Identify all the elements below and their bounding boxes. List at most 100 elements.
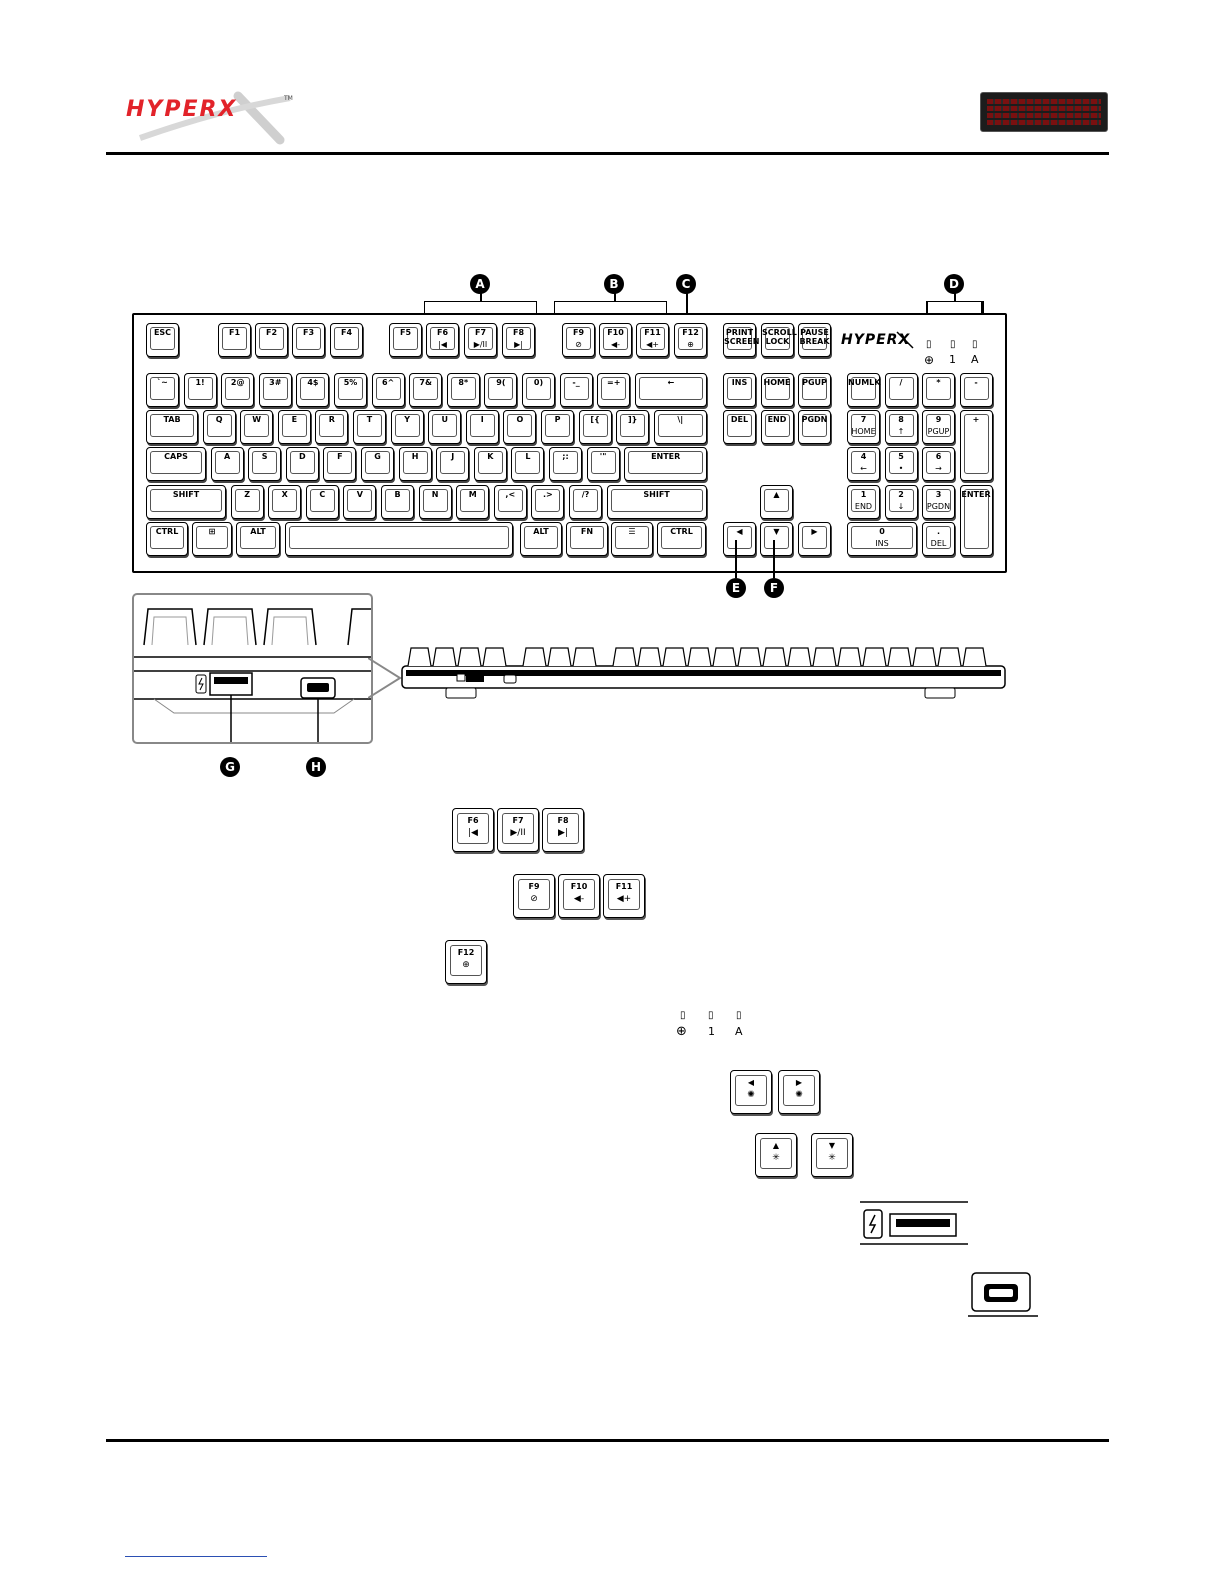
key-num-r4-1[interactable]: 2↓ — [884, 485, 918, 519]
key-arrow-left[interactable]: ◀ — [723, 522, 756, 556]
key-r3-1[interactable]: A — [210, 447, 244, 481]
key-r5-4[interactable]: ALT — [520, 522, 562, 556]
key-r2-9[interactable]: O — [503, 410, 537, 444]
key-r2-4[interactable]: R — [315, 410, 349, 444]
key-r5-6[interactable]: ☰ — [611, 522, 653, 556]
key-r2-8[interactable]: I — [465, 410, 499, 444]
key-r2-10[interactable]: P — [541, 410, 574, 444]
key-r4-6[interactable]: N — [418, 485, 452, 519]
key-r2-11[interactable]: [{ — [578, 410, 612, 444]
key-r1-1[interactable]: 1! — [183, 373, 217, 407]
key-fn-1[interactable]: F1 — [218, 323, 251, 357]
key-fn-12[interactable]: F12⊕ — [674, 323, 707, 357]
key-nav2-2[interactable]: PGDN — [798, 410, 831, 444]
key-r3-9[interactable]: L — [511, 447, 545, 481]
key-num-r1-1[interactable]: / — [884, 373, 918, 407]
key-r4-2[interactable]: X — [268, 485, 302, 519]
key-r1-3[interactable]: 3# — [258, 373, 292, 407]
key-fn-2[interactable]: F2 — [255, 323, 288, 357]
key-r1-0[interactable]: `~ — [146, 373, 179, 407]
key-r3-6[interactable]: H — [398, 447, 432, 481]
key-r2-1[interactable]: Q — [202, 410, 236, 444]
key-r4-0[interactable]: SHIFT — [146, 485, 226, 519]
key-r4-11[interactable]: SHIFT — [606, 485, 707, 519]
key-fn-5[interactable]: F5 — [389, 323, 422, 357]
key-r2-7[interactable]: U — [428, 410, 462, 444]
key-num-r2-1[interactable]: 8↑ — [884, 410, 918, 444]
key-r2-6[interactable]: Y — [390, 410, 424, 444]
key-num-r1-2[interactable]: * — [922, 373, 955, 407]
key-r1-10[interactable]: 0) — [522, 373, 555, 407]
key-r3-10[interactable]: ;: — [549, 447, 582, 481]
key-num-r1-3[interactable]: - — [959, 373, 993, 407]
key-r5-0[interactable]: CTRL — [146, 522, 188, 556]
key-r2-2[interactable]: W — [240, 410, 274, 444]
key-r3-11[interactable]: '" — [586, 447, 620, 481]
key-r3-3[interactable]: D — [285, 447, 319, 481]
spacebar[interactable] — [285, 522, 513, 556]
key-num-r3-0[interactable]: 4← — [847, 447, 880, 481]
key-r4-3[interactable]: C — [305, 485, 339, 519]
key-r3-0[interactable]: CAPS — [146, 447, 206, 481]
key-r4-4[interactable]: V — [343, 485, 377, 519]
key-r2-5[interactable]: T — [353, 410, 386, 444]
key-fn-0[interactable]: ESC — [146, 323, 179, 357]
key-r1-2[interactable]: 2@ — [221, 373, 255, 407]
key-nav1-0[interactable]: INS — [723, 373, 756, 407]
key-num-r3-2[interactable]: 6→ — [922, 447, 955, 481]
key-nav1-1[interactable]: HOME — [760, 373, 794, 407]
key-r5-5[interactable]: FN — [566, 522, 608, 556]
key-fn-14[interactable]: SCROLL LOCK — [761, 323, 797, 357]
key-r5-1[interactable]: ⊞ — [192, 522, 232, 556]
key-num-r1-0[interactable]: NUMLK — [847, 373, 880, 407]
key-r4-9[interactable]: .> — [531, 485, 565, 519]
key-r3-5[interactable]: G — [361, 447, 394, 481]
key-fn-13[interactable]: PRINT SCREEN — [723, 323, 759, 357]
key-r4-10[interactable]: /? — [569, 485, 602, 519]
key-r1-5[interactable]: 5% — [334, 373, 367, 407]
key-nav2-0[interactable]: DEL — [723, 410, 756, 444]
key-r3-7[interactable]: J — [436, 447, 470, 481]
key-num-r3-1[interactable]: 5• — [884, 447, 918, 481]
key-arrow-up[interactable]: ▲ — [760, 485, 793, 519]
key-r5-7[interactable]: CTRL — [657, 522, 706, 556]
key-fn-8[interactable]: F8▶| — [502, 323, 535, 357]
key-r3-12[interactable]: ENTER — [624, 447, 708, 481]
key-r1-7[interactable]: 7& — [409, 373, 443, 407]
key-r1-6[interactable]: 6^ — [371, 373, 405, 407]
key-r3-2[interactable]: S — [248, 447, 282, 481]
key-r1-13[interactable]: ← — [634, 373, 707, 407]
key-fn-15[interactable]: PAUSE BREAK — [798, 323, 831, 357]
key-fn-6[interactable]: F6|◀ — [426, 323, 459, 357]
key-arrow-down[interactable]: ▼ — [760, 522, 793, 556]
key-r1-12[interactable]: =+ — [597, 373, 631, 407]
key-r4-5[interactable]: B — [381, 485, 414, 519]
key-nav2-1[interactable]: END — [760, 410, 794, 444]
key-r3-4[interactable]: F — [323, 447, 357, 481]
key-num-plus[interactable]: + — [959, 410, 993, 481]
key-r1-8[interactable]: 8* — [446, 373, 480, 407]
key-fn-10[interactable]: F10◀- — [599, 323, 632, 357]
key-r2-13[interactable]: \| — [653, 410, 707, 444]
key-fn-4[interactable]: F4 — [330, 323, 363, 357]
key-r1-9[interactable]: 9( — [484, 373, 518, 407]
key-r2-0[interactable]: TAB — [146, 410, 198, 444]
key-r2-3[interactable]: E — [277, 410, 311, 444]
key-r1-11[interactable]: -_ — [559, 373, 593, 407]
key-r4-1[interactable]: Z — [230, 485, 264, 519]
key-arrow-right[interactable]: ▶ — [798, 522, 831, 556]
key-r5-2[interactable]: ALT — [236, 522, 280, 556]
key-fn-3[interactable]: F3 — [292, 323, 325, 357]
key-r3-8[interactable]: K — [473, 447, 507, 481]
key-fn-9[interactable]: F9⊘ — [562, 323, 595, 357]
key-nav1-2[interactable]: PGUP — [798, 373, 831, 407]
key-r1-4[interactable]: 4$ — [296, 373, 330, 407]
key-r2-12[interactable]: ]} — [616, 410, 650, 444]
key-num-enter[interactable]: ENTER — [959, 485, 993, 556]
key-fn-7[interactable]: F7▶/II — [464, 323, 497, 357]
